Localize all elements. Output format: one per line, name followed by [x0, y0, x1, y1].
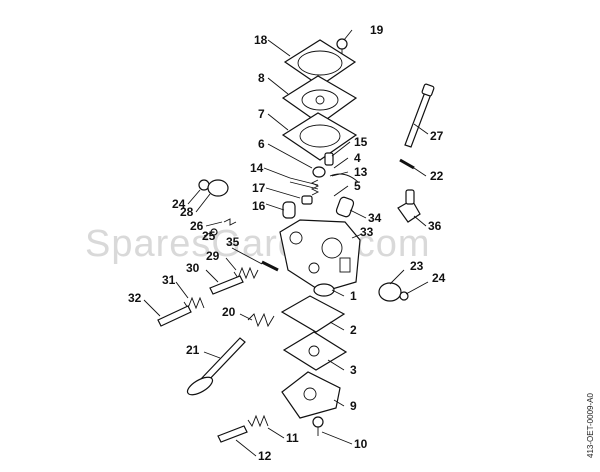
part-pin-15[interactable]: [324, 152, 334, 166]
part-clip-17[interactable]: [301, 195, 313, 205]
callout-10: 10: [354, 437, 368, 451]
callout-24-left: 24: [172, 197, 186, 211]
callout-34: 34: [368, 211, 382, 225]
callout-17: 17: [252, 181, 266, 195]
part-screw-12[interactable]: [217, 425, 248, 443]
callout-25: 25: [202, 229, 216, 243]
part-screw-19[interactable]: [336, 38, 348, 55]
part-lever-23[interactable]: [378, 282, 402, 302]
watermark: SparesGarden.com: [85, 223, 431, 265]
callout-26: 26: [190, 219, 204, 233]
callout-21: 21: [186, 343, 200, 357]
callout-labels: 19 18 8 7 6 15 27 4 14 13 22 24 17 5 28 …: [128, 23, 446, 463]
callout-20: 20: [222, 305, 236, 319]
part-sleeve-16[interactable]: [282, 201, 296, 219]
callout-5: 5: [354, 179, 361, 193]
part-needle-4[interactable]: [329, 173, 359, 183]
part-gasket-7[interactable]: [281, 112, 358, 161]
part-elbow-36[interactable]: [397, 189, 421, 223]
part-screw-22[interactable]: [399, 158, 415, 170]
callout-27: 27: [430, 129, 444, 143]
part-spring-11[interactable]: [247, 414, 269, 428]
callout-11: 11: [286, 431, 299, 445]
part-jet-34[interactable]: [335, 196, 355, 218]
part-filter-1[interactable]: [313, 283, 335, 297]
part-screw-32[interactable]: [157, 305, 192, 327]
callout-13: 13: [354, 165, 368, 179]
part-cover-18[interactable]: [283, 39, 357, 87]
callout-31: 31: [162, 273, 176, 287]
part-carburetor-body[interactable]: [279, 219, 361, 293]
part-spring-13[interactable]: [312, 166, 326, 178]
part-pin-35[interactable]: [261, 260, 279, 272]
part-screw-30[interactable]: [209, 275, 244, 295]
callout-22: 22: [430, 169, 444, 183]
callout-2: 2: [350, 323, 357, 337]
callout-9: 9: [350, 399, 357, 413]
part-screw-10[interactable]: [312, 416, 324, 436]
callout-18: 18: [254, 33, 268, 47]
callout-29: 29: [206, 249, 220, 263]
callout-1: 1: [350, 289, 357, 303]
callout-12: 12: [258, 449, 272, 463]
callout-19: 19: [370, 23, 384, 37]
callout-3: 3: [350, 363, 357, 377]
part-diaphragm-3[interactable]: [282, 331, 348, 371]
callout-32: 32: [128, 291, 142, 305]
drawing-code: 413-OET-0009-A0: [586, 393, 595, 458]
callout-15: 15: [354, 135, 368, 149]
leader-lines: [143, 29, 429, 457]
part-shaft-21[interactable]: [185, 337, 246, 398]
part-lever-28[interactable]: [207, 179, 229, 197]
part-spring-26[interactable]: [223, 218, 237, 226]
part-spring-20[interactable]: [247, 312, 275, 328]
callout-36: 36: [428, 219, 442, 233]
callout-4: 4: [354, 151, 361, 165]
callout-8: 8: [258, 71, 265, 85]
part-spring-5[interactable]: [310, 179, 320, 196]
part-pump-cover-9[interactable]: [281, 371, 341, 419]
callout-30: 30: [186, 261, 200, 275]
callout-33: 33: [360, 225, 374, 239]
callout-28: 28: [180, 205, 194, 219]
callout-16: 16: [252, 199, 266, 213]
callout-35: 35: [226, 235, 240, 249]
callout-23: 23: [410, 259, 424, 273]
callout-7: 7: [258, 107, 265, 121]
callout-24-right: 24: [432, 271, 446, 285]
part-throttle-shaft-27[interactable]: [404, 83, 435, 148]
callout-6: 6: [258, 137, 265, 151]
part-gasket-2[interactable]: [280, 295, 346, 333]
callout-14: 14: [250, 161, 264, 175]
part-diaphragm-8[interactable]: [281, 75, 358, 125]
